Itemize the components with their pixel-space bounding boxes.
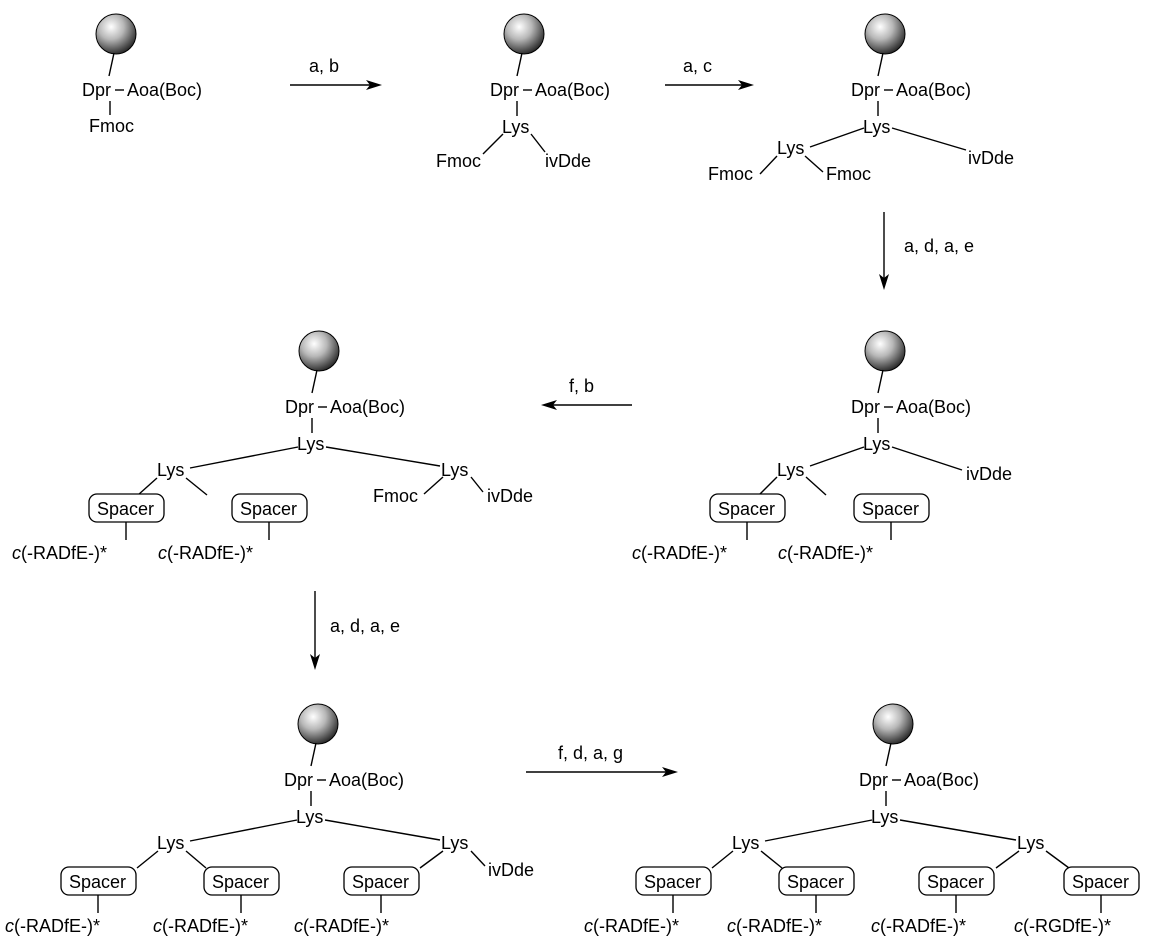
cyclic-rgd-peptide-label: c(-RGDfE-)* <box>1014 916 1111 936</box>
spacer-label: Spacer <box>69 872 126 892</box>
cyclic-peptide-label: c(-RADfE-)* <box>778 543 873 563</box>
arrow-step-1: a, b <box>290 56 382 90</box>
cyclic-peptide-label: c(-RADfE-)* <box>158 543 253 563</box>
arrow-step-3: a, d, a, e <box>879 212 974 290</box>
dpr-label: Dpr <box>285 397 314 417</box>
spacer-label: Spacer <box>212 872 269 892</box>
cyclic-peptide-label: c(-RADfE-)* <box>584 916 679 936</box>
ivdde-label: ivDde <box>488 860 534 880</box>
cyclic-peptide-label: c(-RADfE-)* <box>632 543 727 563</box>
aoa-label: Aoa(Boc) <box>330 397 405 417</box>
lys-label: Lys <box>297 434 324 454</box>
resin-bead <box>298 330 340 372</box>
lys-label-3: Lys <box>441 833 468 853</box>
fmoc-label-2: Fmoc <box>826 164 871 184</box>
compound-7: Dpr Aoa(Boc) Lys Lys Spacer Spacer c(-RA… <box>584 703 1140 936</box>
resin-bead <box>864 330 906 372</box>
spacer-label: Spacer <box>862 499 919 519</box>
lys-label-2: Lys <box>777 138 804 158</box>
dpr-label: Dpr <box>859 770 888 790</box>
ivdde-label: ivDde <box>545 151 591 171</box>
dpr-label: Dpr <box>851 397 880 417</box>
resin-bead <box>872 703 914 745</box>
compound-6: Dpr Aoa(Boc) Lys Lys Spacer Spacer c(-RA… <box>5 703 534 936</box>
ivdde-label: ivDde <box>487 486 533 506</box>
spacer-label: Spacer <box>97 499 154 519</box>
spacer-label: Spacer <box>240 499 297 519</box>
arrow-step-5: a, d, a, e <box>310 591 400 670</box>
spacer-label: Spacer <box>718 499 775 519</box>
reagents-step-5: a, d, a, e <box>330 616 400 636</box>
compound-1: Dpr Aoa(Boc) Fmoc <box>82 13 202 136</box>
cyclic-peptide-label: c(-RADfE-)* <box>871 916 966 936</box>
spacer-label: Spacer <box>1072 872 1129 892</box>
arrow-step-4: f, b <box>541 376 632 410</box>
resin-bead <box>95 13 137 55</box>
lys-label: Lys <box>863 117 890 137</box>
cyclic-peptide-label: c(-RADfE-)* <box>5 916 100 936</box>
dpr-label: Dpr <box>284 770 313 790</box>
ivdde-label: ivDde <box>968 148 1014 168</box>
lys-label: Lys <box>863 434 890 454</box>
reagents-step-1: a, b <box>309 56 339 76</box>
aoa-label: Aoa(Boc) <box>329 770 404 790</box>
lys-label: Lys <box>871 807 898 827</box>
ivdde-label: ivDde <box>966 464 1012 484</box>
reagents-step-4: f, b <box>569 376 594 396</box>
resin-bead <box>503 13 545 55</box>
spacer-label: Spacer <box>787 872 844 892</box>
arrow-step-6: f, d, a, g <box>526 743 678 777</box>
compound-3: Dpr Aoa(Boc) Lys ivDde Lys Fmoc Fmoc <box>708 13 1014 184</box>
spacer-label: Spacer <box>927 872 984 892</box>
fmoc-label: Fmoc <box>436 151 481 171</box>
cyclic-peptide-label: c(-RADfE-)* <box>727 916 822 936</box>
reagents-step-2: a, c <box>683 56 712 76</box>
aoa-label: Aoa(Boc) <box>535 80 610 100</box>
spacer-label: Spacer <box>644 872 701 892</box>
lys-label-2: Lys <box>732 833 759 853</box>
resin-bead <box>864 13 906 55</box>
reagents-step-6: f, d, a, g <box>558 743 623 763</box>
fmoc-label: Fmoc <box>89 116 134 136</box>
cyclic-peptide-label: c(-RADfE-)* <box>153 916 248 936</box>
arrow-step-2: a, c <box>665 56 754 90</box>
lys-label-2: Lys <box>777 460 804 480</box>
fmoc-label: Fmoc <box>373 486 418 506</box>
aoa-label: Aoa(Boc) <box>904 770 979 790</box>
lys-label: Lys <box>296 807 323 827</box>
dpr-label: Dpr <box>851 80 880 100</box>
compound-5: Dpr Aoa(Boc) Lys Lys Spacer Spacer c(-RA… <box>12 330 533 563</box>
dpr-label: Dpr <box>490 80 519 100</box>
lys-label-2: Lys <box>157 833 184 853</box>
fmoc-label: Fmoc <box>708 164 753 184</box>
lys-label-2: Lys <box>157 460 184 480</box>
compound-4: Dpr Aoa(Boc) Lys ivDde Lys Spacer Spacer… <box>632 330 1012 563</box>
lys-label-3: Lys <box>441 460 468 480</box>
lys-label-3: Lys <box>1017 833 1044 853</box>
dpr-label: Dpr <box>82 80 111 100</box>
reagents-step-3: a, d, a, e <box>904 236 974 256</box>
aoa-label: Aoa(Boc) <box>896 397 971 417</box>
compound-2: Dpr Aoa(Boc) Lys Fmoc ivDde <box>436 13 610 171</box>
cyclic-peptide-label: c(-RADfE-)* <box>294 916 389 936</box>
resin-bead <box>297 703 339 745</box>
aoa-label: Aoa(Boc) <box>896 80 971 100</box>
cyclic-peptide-label: c(-RADfE-)* <box>12 543 107 563</box>
aoa-label: Aoa(Boc) <box>127 80 202 100</box>
lys-label: Lys <box>502 117 529 137</box>
spacer-label: Spacer <box>352 872 409 892</box>
